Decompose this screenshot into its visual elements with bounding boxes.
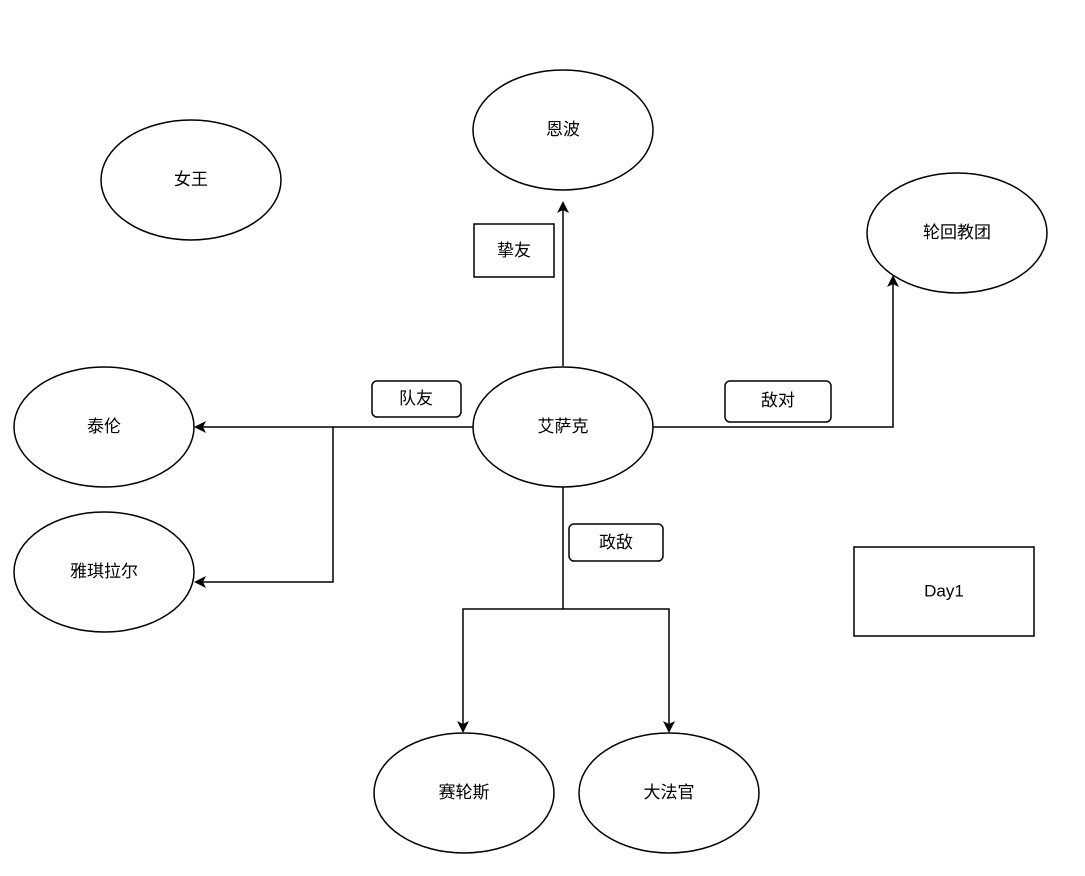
- edge-to-left-lower: [194, 427, 334, 588]
- connectors: [194, 201, 899, 733]
- edge-label-friend-text: 挚友: [497, 241, 531, 261]
- edge-label-teammate: 队友: [371, 380, 462, 418]
- edge-to-top-right: [653, 275, 899, 428]
- node-top: 恩波: [472, 69, 654, 191]
- node-bottom-left-label: 赛轮斯: [439, 782, 490, 803]
- node-top-left: 女王: [100, 119, 282, 241]
- edge-label-political-enemy-box: [568, 523, 664, 562]
- node-left-lower-shape: [13, 511, 195, 633]
- day-box-label: Day1: [924, 581, 964, 600]
- edge-label-friend: 挚友: [473, 223, 555, 278]
- node-bottom-right-label: 大法官: [644, 783, 695, 803]
- edge-label-hostile-box: [724, 380, 832, 423]
- edge-to-bottom-right: [563, 608, 675, 733]
- edge-label-political-enemy: 政敌: [568, 523, 664, 562]
- node-left-upper: 泰伦: [13, 366, 195, 488]
- node-center-shape: [472, 366, 654, 488]
- node-left-lower-label: 雅琪拉尔: [70, 562, 138, 582]
- node-left-lower: 雅琪拉尔: [13, 511, 195, 633]
- node-bottom-right: 大法官: [578, 732, 760, 854]
- node-left-upper-shape: [13, 366, 195, 488]
- node-top-right-label: 轮回教团: [923, 223, 991, 243]
- node-top-right: 轮回教团: [866, 172, 1048, 294]
- node-left-upper-label: 泰伦: [87, 417, 121, 437]
- node-top-left-shape: [100, 119, 282, 241]
- day-box-shape: [853, 546, 1035, 637]
- edge-to-bottom-left: [457, 487, 564, 733]
- edge-label-teammate-text: 队友: [399, 389, 433, 409]
- node-top-right-shape: [866, 172, 1048, 294]
- node-bottom-left-shape: [373, 732, 555, 854]
- edge-label-political-enemy-text: 政敌: [599, 533, 633, 553]
- node-top-shape: [472, 69, 654, 191]
- node-center: 艾萨克: [472, 366, 654, 488]
- node-bottom-left: 赛轮斯: [373, 732, 555, 854]
- node-top-left-label: 女王: [174, 170, 208, 190]
- edge-label-hostile: 敌对: [724, 380, 832, 423]
- node-top-label: 恩波: [546, 120, 580, 140]
- node-bottom-right-shape: [578, 732, 760, 854]
- edge-label-teammate-box: [371, 380, 462, 418]
- edge-label-friend-box: [473, 223, 555, 278]
- edge-label-hostile-text: 敌对: [761, 391, 795, 411]
- node-center-label: 艾萨克: [538, 417, 589, 437]
- day-box: Day1: [853, 546, 1035, 637]
